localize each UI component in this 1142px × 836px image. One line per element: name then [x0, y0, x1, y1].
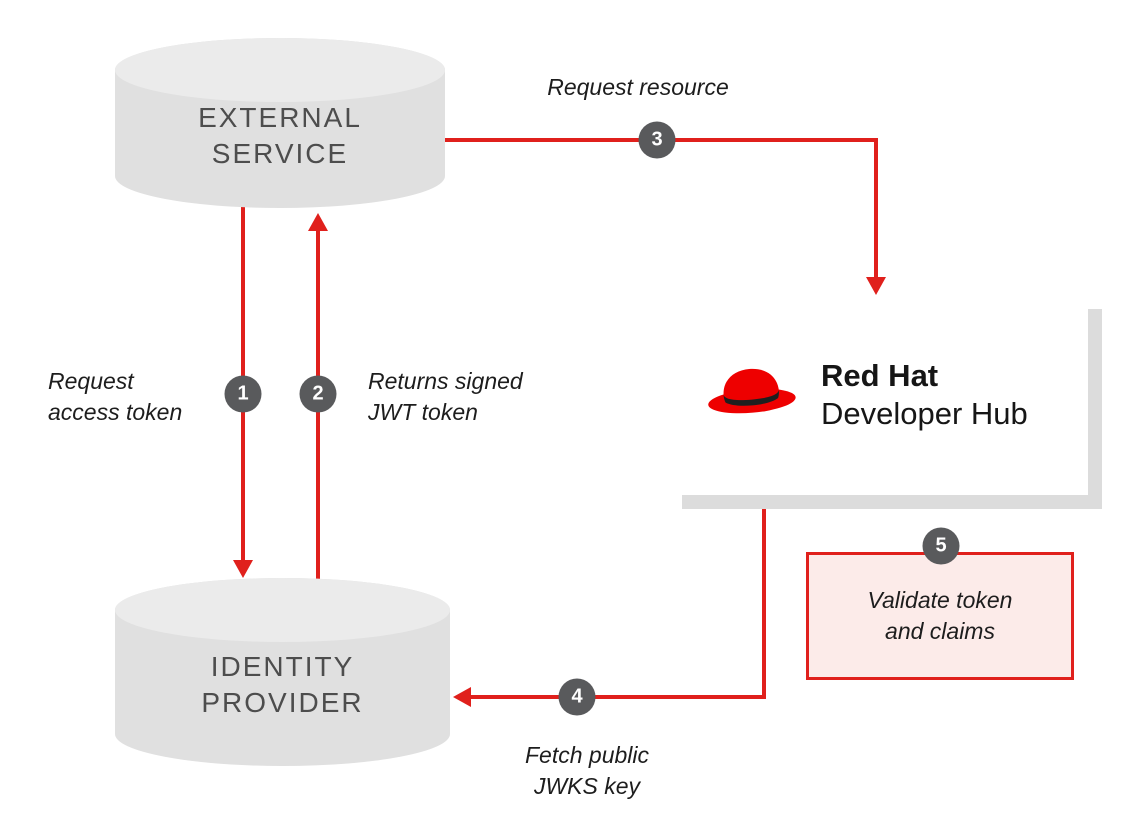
step-3-badge: 3	[638, 121, 676, 159]
developer-hub-name-product: Developer Hub	[821, 396, 1028, 431]
identity-provider-node: IDENTITY PROVIDER	[115, 578, 450, 766]
step-4-label: Fetch public JWKS key	[492, 740, 682, 802]
step-1-label-line1: Request	[48, 368, 134, 394]
step-1-label: Request access token	[48, 366, 182, 428]
step-1-badge: 1	[224, 375, 262, 413]
step-1-label-line2: access token	[48, 398, 183, 425]
step-2-label: Returns signed JWT token	[368, 366, 523, 428]
validate-token-box: Validate token and claims	[806, 552, 1074, 680]
external-service-label-line1: EXTERNAL	[198, 101, 362, 133]
developer-hub-name-brand: Red Hat	[821, 358, 939, 394]
validate-token-line1: Validate token	[867, 586, 1013, 613]
red-hat-logo-icon	[704, 362, 799, 429]
external-service-cylinder-top	[115, 38, 445, 102]
arrow-3-line-vertical	[874, 138, 878, 278]
arrow-4-head-icon	[453, 687, 471, 707]
developer-hub-card: Red Hat Developer Hub	[668, 295, 1088, 495]
step-5-badge: 5	[922, 527, 960, 565]
arrow-4-line-vertical	[762, 497, 766, 697]
step-3-label: Request resource	[518, 72, 758, 103]
step-4-badge: 4	[558, 678, 596, 716]
step-2-label-line1: Returns signed	[368, 368, 523, 394]
arrow-1-head-icon	[233, 560, 253, 578]
arrow-3-head-icon	[866, 277, 886, 295]
arrow-2-head-icon	[308, 213, 328, 231]
step-4-label-line1: Fetch public	[524, 742, 649, 768]
identity-provider-cylinder-top	[115, 578, 450, 642]
external-service-label-line2: SERVICE	[211, 138, 349, 169]
external-service-node: EXTERNAL SERVICE	[115, 38, 445, 208]
developer-hub-name: Red Hat Developer Hub	[821, 357, 1028, 433]
external-service-label: EXTERNAL SERVICE	[115, 38, 445, 208]
validate-token-line2: and claims	[885, 618, 995, 644]
step-2-badge: 2	[299, 375, 337, 413]
step-2-label-line2: JWT token	[368, 398, 478, 425]
step-4-label-line2: JWKS key	[533, 772, 641, 799]
identity-provider-label-line1: IDENTITY	[210, 650, 355, 682]
identity-provider-label: IDENTITY PROVIDER	[115, 578, 450, 766]
step-3-label-text: Request resource	[547, 74, 729, 100]
arrow-4-line-horizontal	[470, 695, 766, 699]
identity-provider-label-line2: PROVIDER	[201, 687, 364, 718]
